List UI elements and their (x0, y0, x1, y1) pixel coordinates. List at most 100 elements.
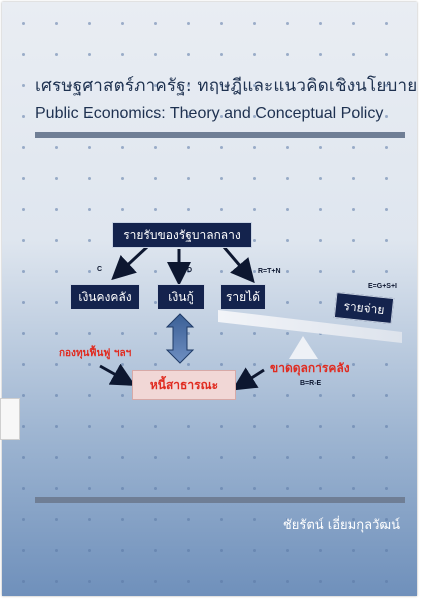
public-debt-box: หนี้สาธารณะ (132, 370, 236, 400)
pattern-dot (286, 270, 289, 273)
pattern-dot (286, 239, 289, 242)
pattern-dot (55, 301, 58, 304)
pattern-dot (319, 456, 322, 459)
pattern-dot (55, 177, 58, 180)
pattern-dot (187, 53, 190, 56)
pattern-dot (88, 84, 91, 87)
pattern-dot (286, 580, 289, 583)
pattern-dot (319, 177, 322, 180)
pattern-dot (253, 239, 256, 242)
pattern-dot (121, 332, 124, 335)
pattern-dot (55, 208, 58, 211)
pattern-dot (121, 53, 124, 56)
pattern-dot (220, 363, 223, 366)
pattern-dot (286, 487, 289, 490)
pattern-dot (121, 549, 124, 552)
pattern-dot (88, 208, 91, 211)
pattern-dot (187, 580, 190, 583)
pattern-dot (187, 146, 190, 149)
pattern-dot (253, 580, 256, 583)
pattern-dot (220, 549, 223, 552)
pattern-dot (187, 208, 190, 211)
pattern-dot (22, 363, 25, 366)
pattern-dot (253, 53, 256, 56)
pattern-dot (22, 580, 25, 583)
pattern-dot (352, 208, 355, 211)
pattern-dot (22, 270, 25, 273)
pattern-dot (88, 53, 91, 56)
pattern-dot (352, 270, 355, 273)
pattern-dot (187, 84, 190, 87)
pattern-dot (385, 84, 388, 87)
pattern-dot (385, 53, 388, 56)
pattern-dot (352, 456, 355, 459)
pattern-dot (121, 22, 124, 25)
pattern-dot (220, 84, 223, 87)
pattern-dot (55, 518, 58, 521)
pattern-dot (220, 425, 223, 428)
pattern-dot (385, 394, 388, 397)
pattern-dot (253, 363, 256, 366)
pattern-dot (385, 580, 388, 583)
pattern-dot (220, 332, 223, 335)
pattern-dot (22, 115, 25, 118)
pattern-dot (154, 301, 157, 304)
pattern-dot (253, 487, 256, 490)
pattern-dot (319, 518, 322, 521)
pattern-dot (187, 425, 190, 428)
label-c: C (97, 266, 103, 273)
pattern-dot (88, 487, 91, 490)
pattern-dot (286, 363, 289, 366)
pattern-dot (352, 487, 355, 490)
recovery-fund-label: กองทุนฟื้นฟู ฯลฯ (59, 348, 132, 359)
pattern-dot (88, 580, 91, 583)
pattern-dot (55, 580, 58, 583)
pattern-dot (55, 487, 58, 490)
pattern-dot (154, 115, 157, 118)
pattern-dot (352, 53, 355, 56)
top-divider (35, 132, 405, 138)
pattern-dot (154, 53, 157, 56)
pattern-dot (385, 115, 388, 118)
pattern-dot (385, 177, 388, 180)
pattern-dot (121, 456, 124, 459)
pattern-dot (319, 84, 322, 87)
pattern-dot (22, 22, 25, 25)
pattern-dot (385, 487, 388, 490)
pattern-dot (220, 518, 223, 521)
pattern-dot (253, 456, 256, 459)
pattern-dot (55, 270, 58, 273)
pattern-dot (319, 239, 322, 242)
pattern-dot (22, 425, 25, 428)
pattern-dot (187, 549, 190, 552)
pattern-dot (352, 518, 355, 521)
pattern-dot (154, 580, 157, 583)
pattern-dot (253, 208, 256, 211)
pattern-dot (121, 208, 124, 211)
pattern-dot (88, 146, 91, 149)
pattern-dot (187, 177, 190, 180)
pattern-dot (253, 115, 256, 118)
pattern-dot (220, 456, 223, 459)
balance-fulcrum (289, 336, 318, 359)
pattern-dot (88, 177, 91, 180)
pattern-dot (154, 332, 157, 335)
pattern-dot (121, 518, 124, 521)
pattern-dot (385, 518, 388, 521)
pattern-dot (385, 146, 388, 149)
pattern-dot (121, 394, 124, 397)
pattern-dot (55, 425, 58, 428)
pattern-dot (220, 53, 223, 56)
income-box: รายได้ (220, 284, 266, 310)
pattern-dot (154, 549, 157, 552)
pattern-dot (55, 363, 58, 366)
pattern-dot (286, 518, 289, 521)
book-cover: เศรษฐศาสตร์ภาครัฐ: ทฤษฎีและแนวคิดเชิงนโย… (2, 2, 417, 596)
pattern-dot (22, 549, 25, 552)
pattern-dot (88, 394, 91, 397)
pattern-dot (220, 580, 223, 583)
cash-balance-box: เงินคงคลัง (70, 284, 140, 310)
pattern-dot (187, 115, 190, 118)
pattern-dot (55, 239, 58, 242)
diagram-graphics (99, 245, 402, 391)
